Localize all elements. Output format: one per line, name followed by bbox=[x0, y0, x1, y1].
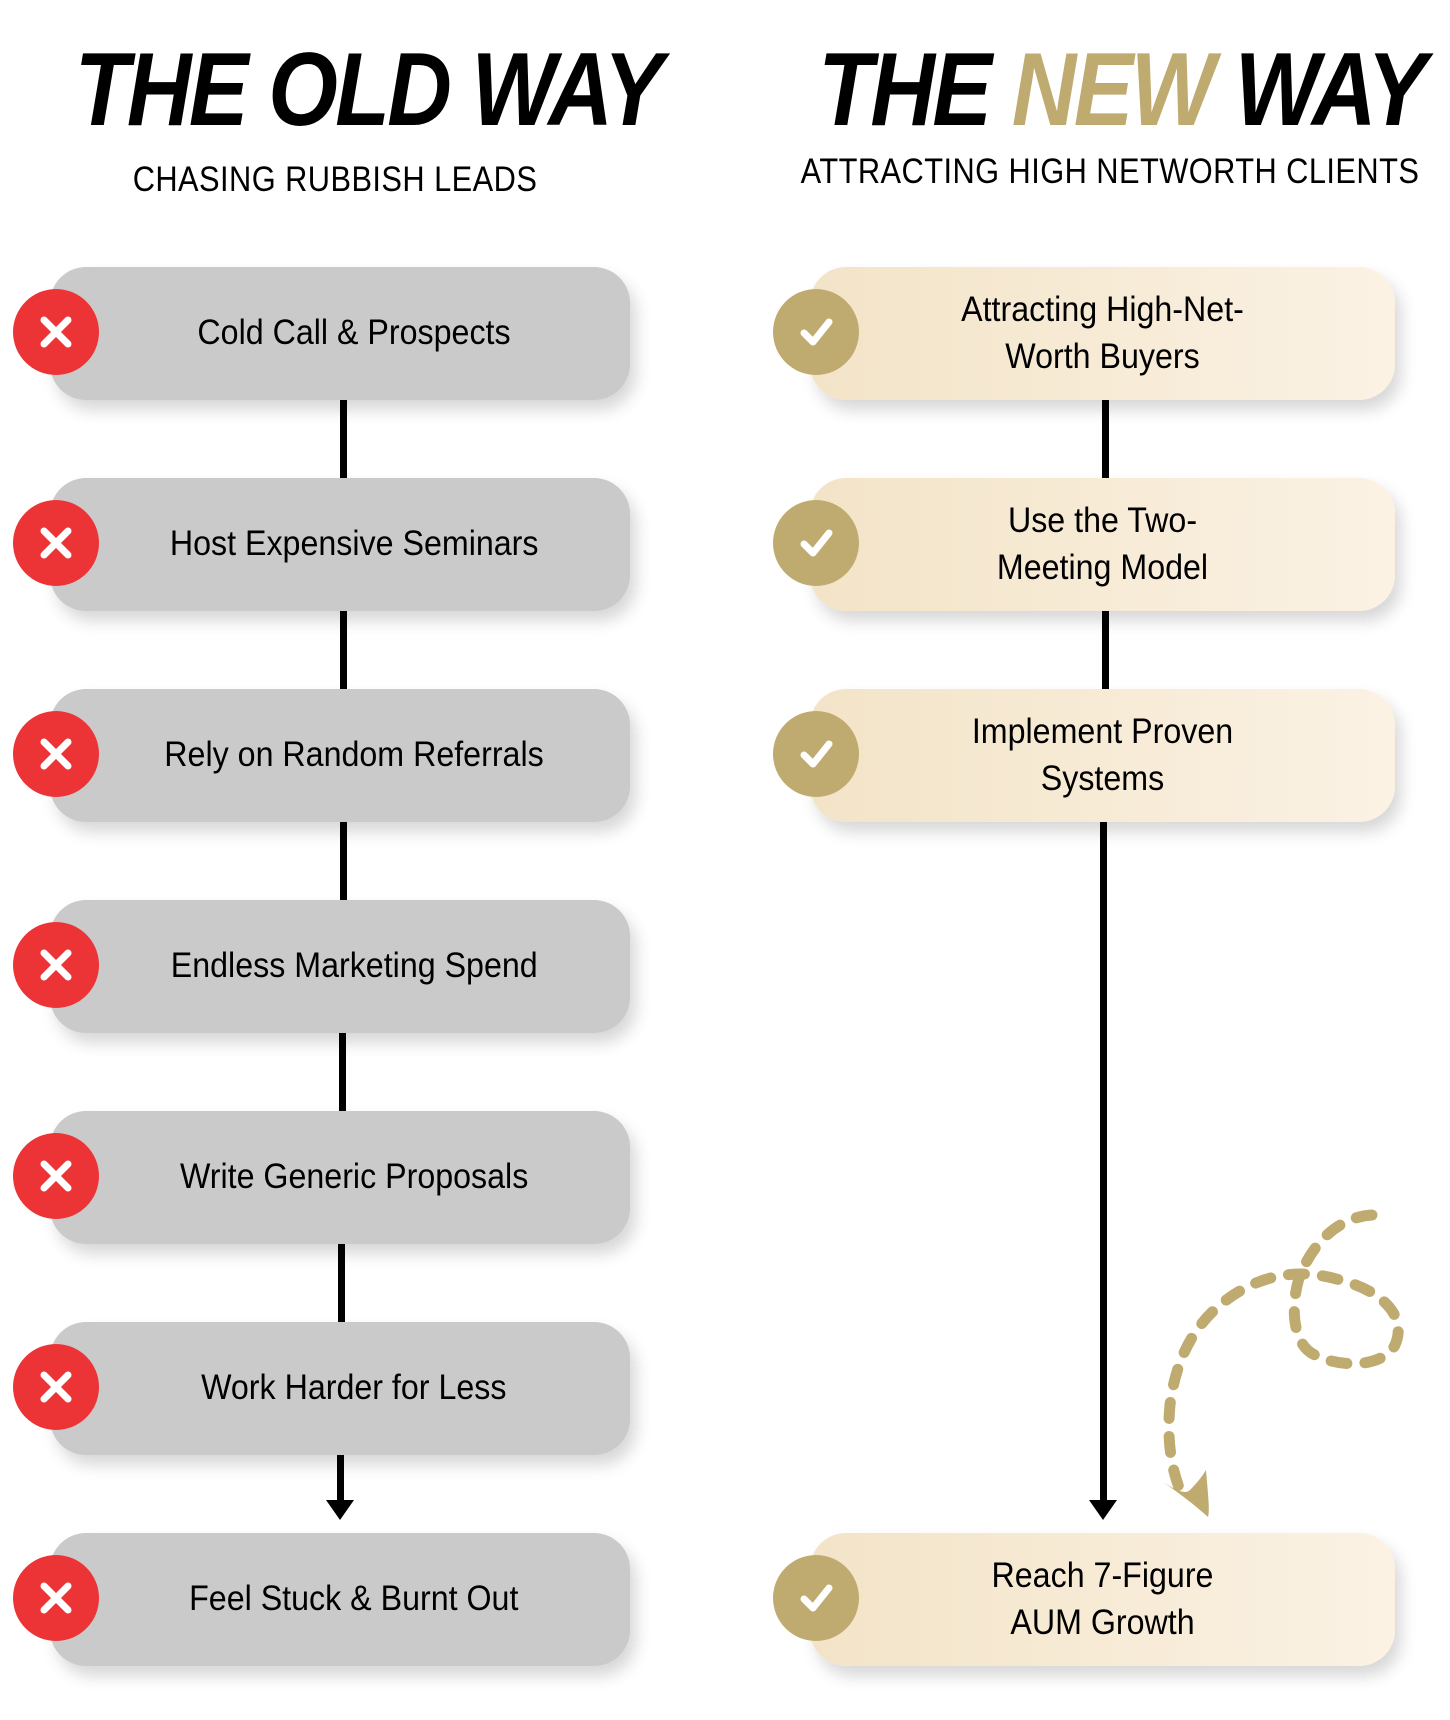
check-icon bbox=[773, 289, 859, 375]
x-icon bbox=[13, 711, 99, 797]
new-way-title-part1: THE bbox=[818, 32, 992, 148]
old-step-card: Rely on Random Referrals bbox=[13, 689, 630, 822]
new-step-card: Attracting High-Net-Worth Buyers bbox=[773, 267, 1395, 400]
new-connector bbox=[1100, 822, 1107, 1507]
old-connector bbox=[340, 400, 347, 478]
old-step-label: Rely on Random Referrals bbox=[164, 735, 544, 775]
new-way-subtitle: ATTRACTING HIGH NETWORTH CLIENTS bbox=[800, 152, 1420, 191]
old-step-card: Feel Stuck & Burnt Out bbox=[13, 1533, 630, 1666]
x-icon bbox=[13, 1344, 99, 1430]
old-step-label: Feel Stuck & Burnt Out bbox=[189, 1579, 519, 1619]
old-connector bbox=[338, 1244, 345, 1322]
old-step-label: Endless Marketing Spend bbox=[170, 946, 538, 986]
old-step-card: Work Harder for Less bbox=[13, 1322, 630, 1455]
new-way-title-part2: WAY bbox=[1234, 32, 1427, 148]
x-icon bbox=[13, 1555, 99, 1641]
x-icon bbox=[13, 500, 99, 586]
new-step-card: Use the Two-Meeting Model bbox=[773, 478, 1395, 611]
new-step-card: Reach 7-Figure AUM Growth bbox=[773, 1533, 1395, 1666]
new-connector bbox=[1102, 611, 1109, 689]
check-icon bbox=[773, 711, 859, 797]
old-step-card: Host Expensive Seminars bbox=[13, 478, 630, 611]
new-arrowhead bbox=[1089, 1500, 1117, 1520]
old-step-card: Write Generic Proposals bbox=[13, 1111, 630, 1244]
old-step-label: Write Generic Proposals bbox=[179, 1157, 528, 1197]
old-connector bbox=[337, 1455, 344, 1507]
old-connector bbox=[340, 822, 347, 900]
old-arrowhead bbox=[326, 1500, 354, 1520]
x-icon bbox=[13, 922, 99, 1008]
new-step-label: Use the Two-Meeting Model bbox=[996, 500, 1209, 587]
new-step-label: Reach 7-Figure AUM Growth bbox=[991, 1555, 1214, 1642]
new-step-label: Implement Proven Systems bbox=[971, 711, 1234, 798]
x-icon bbox=[13, 1133, 99, 1219]
old-connector bbox=[339, 1033, 346, 1111]
old-step-label: Cold Call & Prospects bbox=[197, 313, 511, 353]
old-way-subtitle: CHASING RUBBISH LEADS bbox=[132, 160, 538, 199]
new-way-title-accent: NEW bbox=[1011, 32, 1216, 148]
old-way-title: THE OLD WAY bbox=[74, 32, 664, 148]
new-step-card: Implement Proven Systems bbox=[773, 689, 1395, 822]
old-step-card: Cold Call & Prospects bbox=[13, 267, 630, 400]
old-step-label: Work Harder for Less bbox=[201, 1368, 507, 1408]
old-step-label: Host Expensive Seminars bbox=[169, 524, 539, 564]
old-connector bbox=[340, 611, 347, 689]
new-connector bbox=[1102, 400, 1109, 478]
check-icon bbox=[773, 500, 859, 586]
dashed-loop-arrow-icon bbox=[1160, 1209, 1404, 1517]
new-step-label: Attracting High-Net-Worth Buyers bbox=[961, 289, 1244, 376]
old-step-card: Endless Marketing Spend bbox=[13, 900, 630, 1033]
x-icon bbox=[13, 289, 99, 375]
new-way-title: THE NEW WAY bbox=[818, 38, 1427, 142]
check-icon bbox=[773, 1555, 859, 1641]
